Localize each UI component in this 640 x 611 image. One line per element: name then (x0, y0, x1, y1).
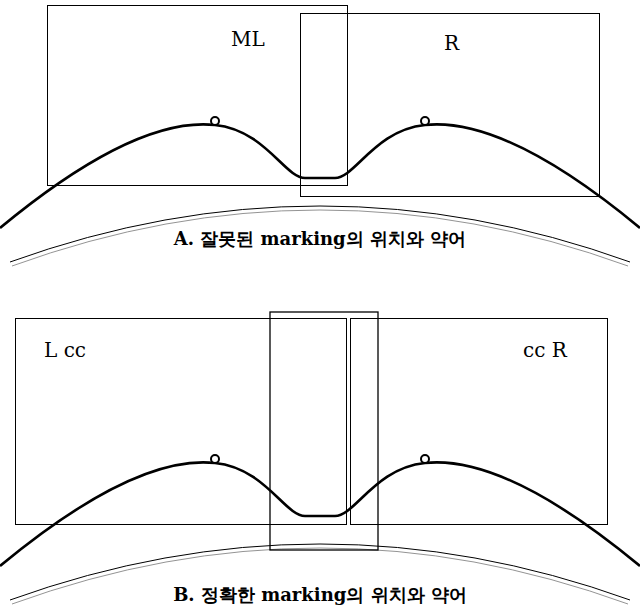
center-film-frame (270, 312, 378, 550)
breast-contour (0, 124, 640, 228)
panel-a-illustration (0, 117, 640, 266)
marker-abbreviation: R (444, 32, 459, 54)
marker-abbreviation: L cc (44, 339, 86, 361)
nipple-mark (421, 455, 429, 463)
marker-abbreviation: cc R (523, 339, 567, 361)
nipple-mark (211, 117, 219, 125)
panel-caption: A. 잘못된 marking의 위치와 약어 (174, 228, 466, 250)
nipple-mark (421, 117, 429, 125)
marker-abbreviation: ML (231, 28, 265, 50)
chest-wall-line (10, 206, 630, 262)
film-marker-box: cc R (350, 318, 608, 525)
chest-wall-line (12, 210, 628, 266)
panel-b-illustration (0, 455, 640, 604)
film-marker-box: ML (47, 5, 348, 186)
film-marker-box: R (300, 13, 600, 197)
nipple-mark (211, 455, 219, 463)
panel-caption: B. 정확한 marking의 위치와 약어 (173, 584, 467, 606)
film-marker-box: L cc (15, 318, 347, 525)
